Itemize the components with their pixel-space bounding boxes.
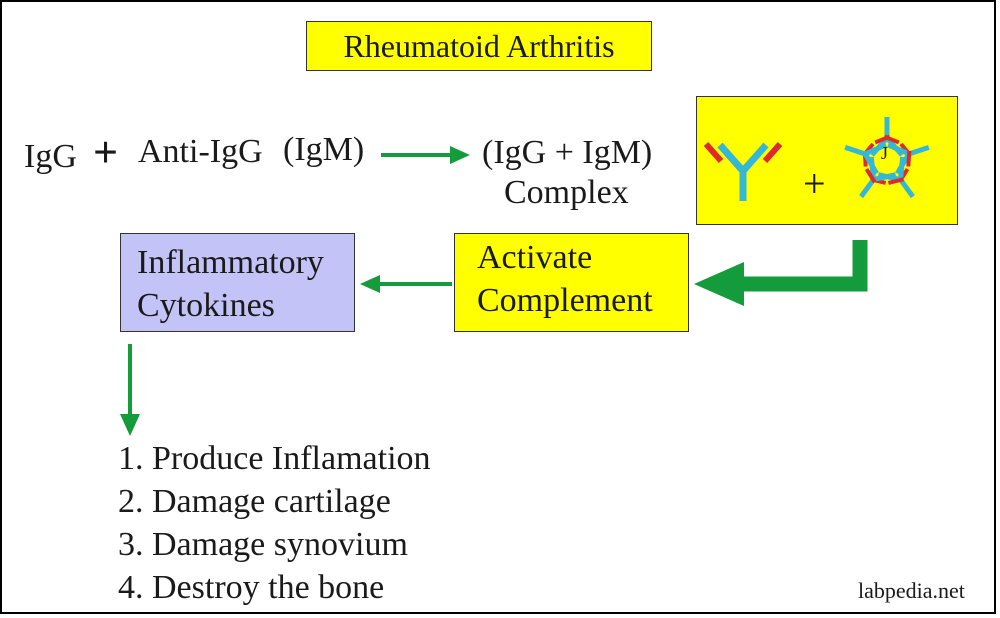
j-chain-label: J	[881, 143, 888, 163]
complex-line1: (IgG + IgM)	[482, 134, 653, 171]
antibody-illustration: + J	[697, 97, 959, 226]
effect-item: 1. Produce Inflamation	[118, 440, 431, 477]
complex-line2: Complex	[504, 174, 629, 211]
effects-list: 1. Produce Inflamation 2. Damage cartila…	[118, 437, 431, 609]
anti-igg-label: Anti-IgG	[138, 133, 263, 170]
arrow-complement-to-cytokines	[360, 275, 452, 293]
activate-complement-box: Activate Complement	[454, 233, 689, 332]
title-text: Rheumatoid Arthritis	[343, 28, 615, 64]
igg-label: IgG	[24, 138, 77, 175]
inflammatory-cytokines-box: Inflammatory Cytokines	[120, 233, 355, 332]
plus-sign: +	[93, 128, 119, 177]
igm-label: (IgM)	[283, 131, 365, 168]
arrow-cytokines-to-effects	[120, 344, 140, 436]
complement-line1: Activate	[477, 239, 593, 276]
arrow-antibodies-to-complement	[694, 240, 868, 306]
igm-pentamer-icon: J	[838, 117, 937, 211]
antibody-panel: + J	[696, 96, 958, 225]
arrow-to-complex	[381, 146, 470, 164]
antibody-plus-sign: +	[803, 161, 826, 206]
complement-line2: Complement	[477, 282, 653, 319]
watermark: labpedia.net	[858, 578, 965, 603]
title-box: Rheumatoid Arthritis	[306, 21, 652, 71]
cytokines-line1: Inflammatory	[137, 244, 324, 281]
cytokines-line2: Cytokines	[137, 287, 275, 324]
effect-item: 4. Destroy the bone	[118, 569, 385, 606]
effect-item: 3. Damage synovium	[118, 526, 408, 563]
effect-item: 2. Damage cartilage	[118, 483, 391, 520]
